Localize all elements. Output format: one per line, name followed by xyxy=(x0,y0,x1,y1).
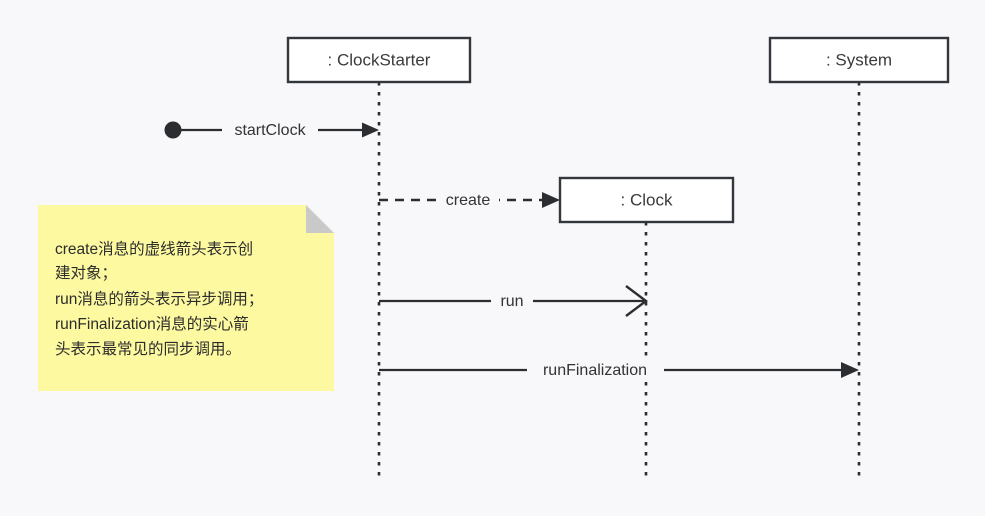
lifeline-label-clock: : Clock xyxy=(621,190,673,209)
arrowhead-open-run xyxy=(625,285,648,317)
lifeline-label-clockstarter: : ClockStarter xyxy=(328,50,431,69)
lifeline-clock[interactable]: : Clock xyxy=(558,176,735,224)
note-text-line-1: create消息的虚线箭头表示创 xyxy=(55,239,253,258)
message-runfinalization[interactable]: runFinalization xyxy=(379,360,859,381)
lifeline-box-clockstarter xyxy=(286,36,472,84)
note-text-line-4: runFinalization消息的实心箭 xyxy=(55,314,249,333)
note-text-line-5: 头表示最常见的同步调用。 xyxy=(55,340,241,358)
note-body-shape xyxy=(38,205,334,391)
message-label-bg-runfinalization xyxy=(527,360,664,381)
arrowhead-filled-create xyxy=(542,192,560,208)
note-folded-corner xyxy=(306,205,334,233)
explanatory-note: create消息的虚线箭头表示创 建对象； run消息的箭头表示异步调用； ru… xyxy=(38,205,334,391)
message-create[interactable]: create xyxy=(379,190,560,211)
message-label-startclock: startClock xyxy=(234,122,306,139)
note-text-line-3: run消息的箭头表示异步调用； xyxy=(55,289,263,308)
lifeline-system[interactable]: : System xyxy=(768,36,950,84)
message-label-bg-run xyxy=(491,291,533,312)
message-label-create: create xyxy=(446,192,491,209)
note-text-line-2: 建对象； xyxy=(55,264,117,282)
message-label-runfinalization: runFinalization xyxy=(543,362,647,379)
message-label-run: run xyxy=(500,293,523,310)
message-label-bg-create xyxy=(437,190,499,211)
lifeline-box-clock xyxy=(558,176,735,224)
message-startclock[interactable]: startClock xyxy=(164,120,380,141)
lifeline-clockstarter[interactable]: : ClockStarter xyxy=(286,36,472,84)
message-label-bg-startclock xyxy=(222,120,318,141)
message-run[interactable]: run xyxy=(379,285,648,317)
arrowhead-filled-runfinalization xyxy=(841,362,859,378)
lifeline-label-system: : System xyxy=(826,50,892,69)
lifeline-box-system xyxy=(768,36,950,84)
arrowhead-filled-startclock xyxy=(362,122,379,138)
